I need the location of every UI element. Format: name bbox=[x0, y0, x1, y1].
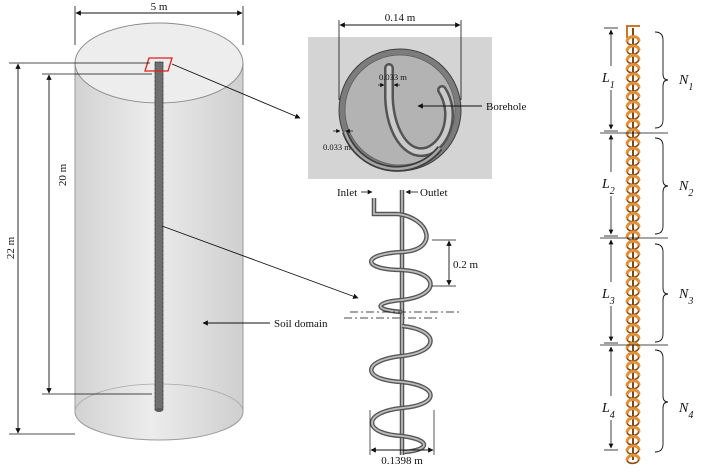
coil-turn bbox=[625, 211, 641, 220]
coil-turn bbox=[625, 360, 641, 368]
coil-turn bbox=[625, 314, 641, 322]
coil-turn bbox=[625, 286, 641, 294]
height-label: 22 m bbox=[5, 236, 17, 259]
segment-turns-label: N2 bbox=[678, 179, 693, 199]
diameter-dimension: 5 m bbox=[74, 1, 244, 45]
coil-turn bbox=[625, 118, 641, 127]
coil-turn bbox=[625, 397, 641, 406]
coil-turn bbox=[625, 100, 641, 108]
segment-length-label: L4 bbox=[601, 401, 615, 421]
coil-diameter-label: 0.1398 m bbox=[381, 455, 423, 467]
coil-turn bbox=[625, 416, 641, 424]
cylinder-group bbox=[74, 22, 244, 441]
inlet-label: Inlet bbox=[337, 187, 357, 199]
coil-turn-back bbox=[626, 459, 640, 465]
pitch-label: 0.2 m bbox=[453, 259, 479, 271]
coil-turn bbox=[625, 379, 641, 387]
coil-turn bbox=[625, 193, 641, 201]
coil-turn bbox=[625, 351, 641, 359]
segment-group-2: L2 N2 bbox=[600, 134, 693, 237]
coil-turn bbox=[625, 137, 641, 145]
coil-turn bbox=[625, 435, 641, 443]
inlet-stub-pipe bbox=[371, 198, 398, 217]
coil-turn bbox=[625, 332, 641, 340]
coil-turn bbox=[625, 230, 641, 238]
pipe-length-label: 20 m bbox=[57, 163, 69, 186]
segmented-coil bbox=[625, 25, 641, 465]
coil-turn bbox=[625, 156, 641, 164]
segmented-coil-turns bbox=[625, 35, 641, 465]
zoom-highlight-box bbox=[144, 57, 173, 72]
borehole-label: Borehole bbox=[486, 101, 526, 113]
coil-turn bbox=[625, 53, 641, 61]
coil-turn bbox=[625, 202, 641, 210]
coil-turn bbox=[625, 267, 641, 275]
coil-turn bbox=[625, 221, 641, 229]
coil-turn bbox=[625, 304, 641, 313]
segmented-coil-top-stub bbox=[626, 25, 640, 38]
coil-turn bbox=[625, 425, 641, 433]
soil-domain-callout: Soil domain bbox=[202, 317, 440, 330]
segment-length-label: L3 bbox=[601, 287, 615, 307]
soil-domain-label: Soil domain bbox=[274, 318, 328, 330]
inner-gap-label: 0.033 m bbox=[379, 72, 407, 82]
coil-turn bbox=[625, 453, 641, 461]
coil-turn bbox=[625, 323, 641, 331]
zoom-leader-line bbox=[171, 63, 301, 119]
coil-turn bbox=[625, 342, 641, 350]
coil-turn bbox=[625, 407, 641, 415]
coil-turn bbox=[625, 295, 641, 303]
coil-turn bbox=[625, 258, 641, 266]
spiral-leader-line bbox=[161, 225, 359, 299]
spiral-detail: Inlet Outlet 0.2 m 0.1398 m bbox=[337, 187, 479, 467]
segment-group-1: L1 N1 bbox=[600, 27, 693, 132]
coil-turn bbox=[625, 72, 641, 80]
coil-turn bbox=[625, 183, 641, 192]
borehole-pipe-bottom bbox=[155, 408, 163, 412]
borehole-pipe bbox=[154, 61, 164, 411]
coil-turn bbox=[625, 90, 641, 99]
segment-length-label: L1 bbox=[601, 71, 615, 91]
coil-turn bbox=[625, 109, 641, 117]
segment-length-label: L2 bbox=[601, 177, 615, 197]
segment-turns-label: N3 bbox=[678, 287, 693, 307]
coil-turn bbox=[625, 44, 641, 52]
coil-turn bbox=[625, 63, 641, 71]
segment-turns-label: N1 bbox=[678, 73, 693, 93]
coil-turn bbox=[625, 444, 641, 452]
coil-turn bbox=[625, 249, 641, 257]
cross-section-detail: 0.14 m 0.033 m 0.033 m Borehole bbox=[308, 12, 526, 179]
cross-section-width-label: 0.14 m bbox=[385, 12, 416, 24]
diameter-label: 5 m bbox=[151, 1, 168, 13]
coil-turn bbox=[625, 165, 641, 173]
coil-turn bbox=[625, 276, 641, 285]
coil-turn bbox=[625, 369, 641, 378]
pipe-length-dimension: 20 m bbox=[42, 73, 152, 395]
segment-group-3: L3 N3 bbox=[600, 239, 693, 344]
outlet-label: Outlet bbox=[420, 187, 448, 199]
coil-turn bbox=[625, 81, 641, 89]
segment-turns-label: N4 bbox=[678, 401, 693, 421]
height-dimension: 22 m bbox=[5, 62, 150, 435]
coil-turn bbox=[625, 35, 641, 43]
coil-turn bbox=[625, 174, 641, 182]
borehole-inner-face bbox=[344, 54, 456, 166]
segment-group-4: L4 N4 bbox=[600, 346, 693, 453]
coil-turn bbox=[625, 146, 641, 154]
outer-gap-label: 0.033 m bbox=[323, 142, 351, 152]
coil-turn bbox=[625, 388, 641, 396]
coil-turn bbox=[625, 239, 641, 247]
